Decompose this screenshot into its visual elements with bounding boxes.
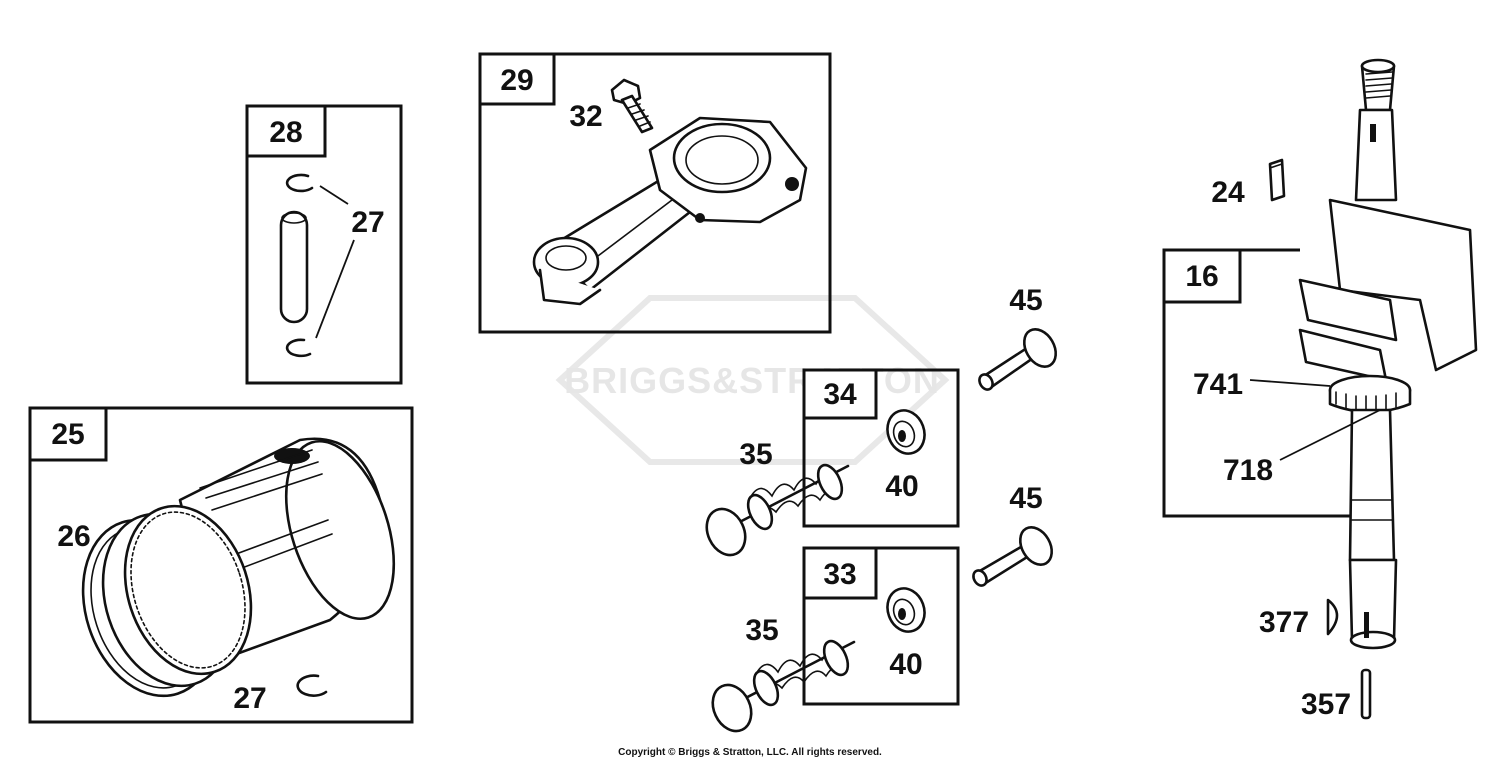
circlip-piston (296, 674, 328, 697)
callout-29[interactable]: 29 (500, 64, 533, 97)
callout-27-pin-clips[interactable]: 27 (351, 206, 384, 239)
group-frame-33 (802, 546, 960, 706)
callout-32[interactable]: 32 (569, 100, 602, 133)
watermark-text: BRIGGS&STRATTON (564, 360, 940, 401)
tappet-lower (972, 526, 1054, 587)
group-frame-25 (28, 406, 414, 724)
callout-16[interactable]: 16 (1185, 260, 1218, 293)
callout-33[interactable]: 33 (823, 558, 856, 591)
group-tab-28 (245, 104, 327, 158)
valve-retainer-34 (886, 409, 926, 455)
group-tab-33 (802, 546, 878, 600)
pin-357 (1360, 668, 1372, 720)
callout-45-lower[interactable]: 45 (1009, 482, 1042, 515)
rod-bolt (610, 78, 654, 134)
connecting-rod (532, 116, 808, 306)
part-group-29: 29 32 (478, 52, 832, 334)
callout-45-upper[interactable]: 45 (1009, 284, 1042, 317)
leader-27a-2 (315, 239, 355, 339)
valve-retainer-33 (886, 587, 926, 633)
callout-24[interactable]: 24 (1211, 176, 1245, 209)
callout-35-upper[interactable]: 35 (739, 438, 772, 471)
valve-spring-upper (705, 463, 850, 557)
part-group-33: 33 40 (802, 546, 960, 706)
group-tab-25 (28, 406, 108, 462)
group-tab-16 (1162, 248, 1242, 304)
callout-35-lower[interactable]: 35 (745, 614, 778, 647)
callout-26[interactable]: 26 (57, 520, 90, 553)
group-tab-34 (802, 368, 878, 420)
group-frame-29 (478, 52, 832, 334)
callout-377[interactable]: 377 (1259, 606, 1309, 639)
callout-741[interactable]: 741 (1193, 368, 1243, 401)
callout-40-upper[interactable]: 40 (885, 470, 918, 503)
callout-40-lower[interactable]: 40 (889, 648, 922, 681)
group-frame-34 (802, 368, 960, 528)
part-group-16: 16 741 718 (1162, 248, 1381, 518)
timing-gear (1328, 374, 1412, 414)
part-group-28: 28 27 (245, 104, 403, 385)
callout-25[interactable]: 25 (51, 418, 84, 451)
valve-spring-lower (711, 639, 856, 733)
circlip-bottom (285, 338, 312, 358)
leader-27a-1 (319, 185, 349, 205)
callout-28[interactable]: 28 (269, 116, 302, 149)
leader-718 (1279, 409, 1381, 461)
tappet-upper (978, 328, 1058, 391)
group-tab-29 (478, 52, 556, 106)
callout-718[interactable]: 718 (1223, 454, 1273, 487)
crankshaft (1298, 58, 1478, 650)
woodruff-key-377 (1326, 598, 1339, 636)
piston-rings (81, 504, 253, 698)
callout-357[interactable]: 357 (1301, 688, 1351, 721)
part-group-25: 25 26 27 (28, 406, 414, 724)
part-group-34: 34 40 (802, 368, 960, 528)
piston-pin-end (281, 212, 307, 224)
leader-741 (1249, 379, 1331, 387)
circlip-top (285, 173, 314, 193)
callout-34[interactable]: 34 (823, 378, 857, 411)
piston-pin (279, 210, 309, 324)
callout-27-piston-clip[interactable]: 27 (233, 682, 266, 715)
key-24 (1268, 158, 1286, 202)
piston (178, 437, 396, 662)
copyright-notice: Copyright © Briggs & Stratton, LLC. All … (618, 747, 882, 758)
